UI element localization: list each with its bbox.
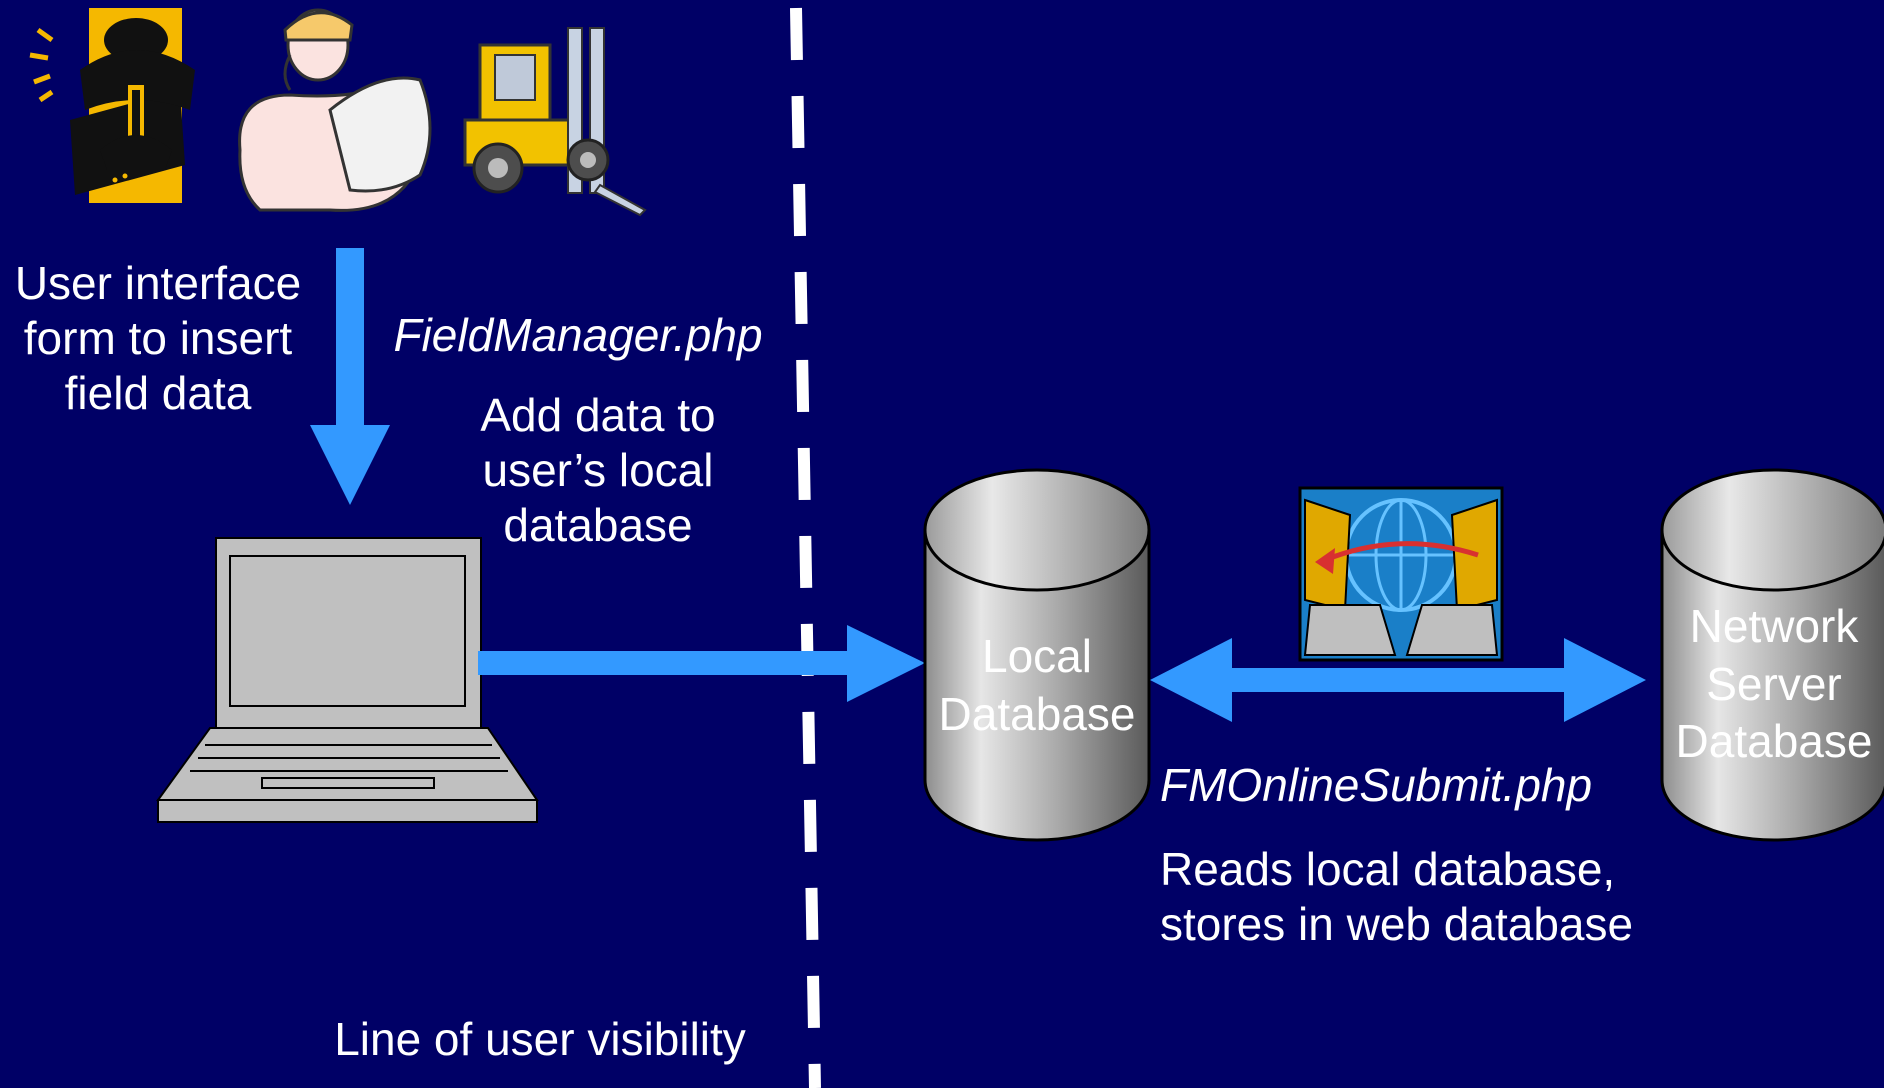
engineer-with-blueprints-icon bbox=[238, 8, 432, 212]
server-database-cylinder-icon bbox=[1660, 468, 1884, 842]
sync-action-line: stores in web database bbox=[1160, 898, 1634, 951]
sync-action-caption: Reads local database, stores in web data… bbox=[1160, 842, 1680, 952]
local-database-label: Local Database bbox=[925, 628, 1149, 743]
forklift-icon bbox=[463, 27, 647, 217]
add-data-line: user’s local bbox=[482, 444, 714, 497]
user-caption-line: User interface bbox=[14, 257, 302, 309]
construction-worker-icon bbox=[29, 8, 195, 203]
laptop-icon bbox=[156, 537, 539, 823]
add-data-line: Add data to bbox=[480, 389, 716, 441]
sync-action-line: Reads local database, bbox=[1160, 843, 1616, 895]
fm-online-submit-script-label: FMOnlineSubmit.php bbox=[1160, 759, 1593, 811]
field-manager-script-label: FieldManager.php bbox=[393, 309, 763, 361]
add-data-caption: Add data to user’s local database bbox=[420, 388, 776, 554]
network-transfer-icon bbox=[1298, 486, 1504, 662]
visibility-divider-line bbox=[790, 7, 821, 1088]
visibility-line-label: Line of user visibility bbox=[334, 1013, 746, 1065]
database-sync-arrow bbox=[1150, 638, 1646, 722]
local-db-label-line: Local bbox=[982, 630, 1092, 682]
add-data-line: database bbox=[503, 499, 693, 552]
network-database-label: Network Server Database bbox=[1662, 598, 1884, 771]
local-database-cylinder-icon bbox=[923, 468, 1151, 842]
network-db-label-line: Database bbox=[1675, 715, 1873, 767]
local-db-label-line: Database bbox=[938, 687, 1136, 740]
user-interface-caption: User interface form to insert field data bbox=[0, 256, 316, 422]
user-to-laptop-arrow bbox=[310, 248, 390, 505]
network-db-label-line: Network bbox=[1689, 600, 1859, 652]
laptop-to-local-db-arrow bbox=[478, 625, 925, 702]
network-db-label-line: Server bbox=[1706, 657, 1842, 710]
user-caption-line: form to insert bbox=[23, 312, 293, 365]
user-caption-line: field data bbox=[64, 367, 252, 420]
